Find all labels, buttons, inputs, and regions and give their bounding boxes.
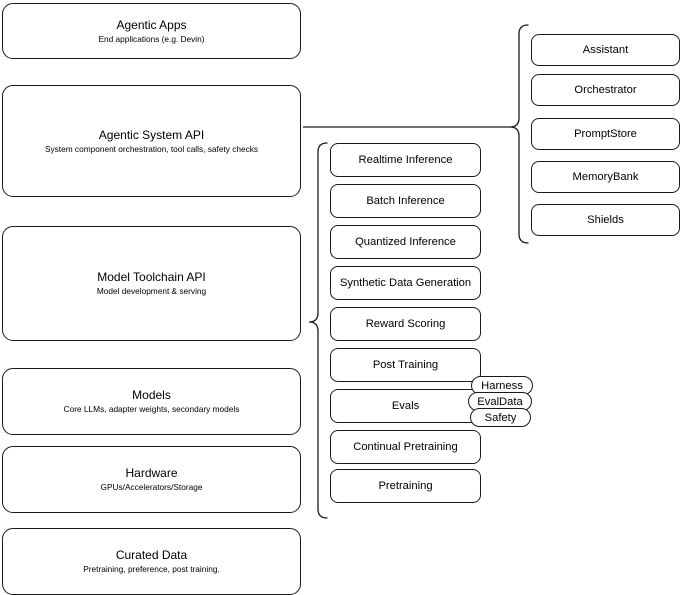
- chip-evals[interactable]: Evals: [330, 389, 481, 423]
- chip-continual-pretraining[interactable]: Continual Pretraining: [330, 430, 481, 464]
- chip-realtime-inference[interactable]: Realtime Inference: [330, 143, 481, 177]
- chip-promptstore[interactable]: PromptStore: [531, 118, 680, 150]
- chip-label: Reward Scoring: [365, 318, 446, 330]
- layer-title: Models: [132, 388, 171, 402]
- chip-orchestrator[interactable]: Orchestrator: [531, 74, 680, 106]
- chip-memorybank[interactable]: MemoryBank: [531, 161, 680, 193]
- pill-label: EvalData: [477, 395, 523, 408]
- layer-subtitle: System component orchestration, tool cal…: [44, 143, 259, 154]
- chip-reward-scoring[interactable]: Reward Scoring: [330, 307, 481, 341]
- layer-subtitle: Model development & serving: [96, 286, 207, 296]
- chip-assistant[interactable]: Assistant: [531, 34, 680, 66]
- chip-label: Post Training: [372, 359, 439, 371]
- chip-label: Continual Pretraining: [353, 441, 458, 453]
- layer-agentic-system-api[interactable]: Agentic System API System component orch…: [2, 85, 301, 197]
- layer-subtitle: GPUs/Accelerators/Storage: [100, 482, 203, 492]
- chip-label: Synthetic Data Generation: [339, 277, 472, 289]
- chip-label: Quantized Inference: [355, 236, 456, 248]
- layer-agentic-apps[interactable]: Agentic Apps End applications (e.g. Devi…: [2, 3, 301, 59]
- layer-title: Hardware: [125, 466, 178, 480]
- layer-subtitle: Pretraining, preference, post training.: [83, 564, 220, 574]
- layer-subtitle: End applications (e.g. Devin): [98, 33, 205, 44]
- layer-title: Model Toolchain API: [97, 270, 206, 284]
- layer-models[interactable]: Models Core LLMs, adapter weights, secon…: [2, 368, 301, 435]
- layer-title: Curated Data: [115, 548, 188, 562]
- chip-label: Assistant: [582, 44, 629, 56]
- pill-safety[interactable]: Safety: [470, 408, 531, 427]
- layer-title: Agentic System API: [98, 127, 205, 142]
- pill-label: Safety: [484, 411, 517, 424]
- chip-label: Orchestrator: [574, 84, 637, 96]
- chip-batch-inference[interactable]: Batch Inference: [330, 184, 481, 218]
- chip-synthetic-data-generation[interactable]: Synthetic Data Generation: [330, 266, 481, 300]
- layer-title: Agentic Apps: [116, 17, 187, 32]
- layer-hardware[interactable]: Hardware GPUs/Accelerators/Storage: [2, 446, 301, 513]
- layer-model-toolchain-api[interactable]: Model Toolchain API Model development & …: [2, 226, 301, 341]
- chip-label: Shields: [587, 214, 624, 226]
- chip-shields[interactable]: Shields: [531, 204, 680, 236]
- layer-curated-data[interactable]: Curated Data Pretraining, preference, po…: [2, 528, 301, 595]
- chip-post-training[interactable]: Post Training: [330, 348, 481, 382]
- chip-label: Pretraining: [378, 480, 433, 492]
- chip-label: Realtime Inference: [358, 154, 453, 166]
- chip-quantized-inference[interactable]: Quantized Inference: [330, 225, 481, 259]
- brace-toolchain-components: [308, 142, 328, 519]
- chip-label: MemoryBank: [572, 171, 639, 183]
- chip-pretraining[interactable]: Pretraining: [330, 469, 481, 503]
- chip-label: Batch Inference: [366, 195, 445, 207]
- pill-label: Harness: [481, 379, 523, 392]
- layer-subtitle: Core LLMs, adapter weights, secondary mo…: [63, 404, 240, 414]
- chip-label: Evals: [391, 400, 420, 412]
- brace-system-components: [509, 24, 529, 244]
- chip-label: PromptStore: [574, 128, 637, 140]
